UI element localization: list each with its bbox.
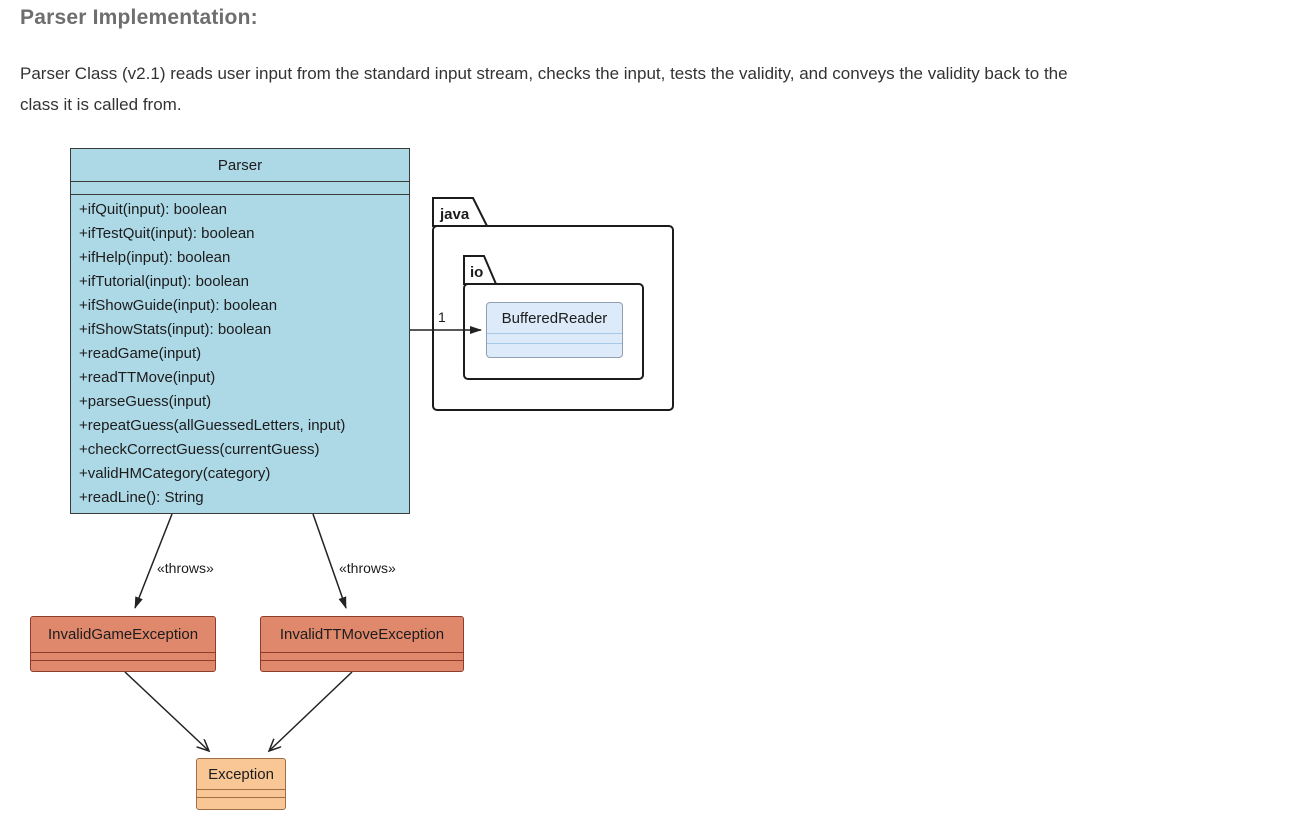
class-parser-methods-compartment: +ifQuit(input): boolean +ifTestQuit(inpu… [71,195,409,510]
paragraph-line-2: class it is called from. [20,95,182,114]
class-bufferedreader: BufferedReader [486,302,623,358]
parser-method: +repeatGuess(allGuessedLetters, input) [79,417,346,434]
parser-method: +validHMCategory(category) [79,465,271,482]
parser-method: +ifTutorial(input): boolean [79,273,249,290]
page-title: Parser Implementation: [20,6,258,29]
parser-method: +ifShowStats(input): boolean [79,321,272,338]
parser-method: +checkCorrectGuess(currentGuess) [79,441,320,458]
class-invalid-game-exception-methods-compartment [31,661,215,669]
class-invalid-game-exception-attributes-compartment [31,653,215,661]
class-invalid-game-exception-title: InvalidGameException [31,617,215,653]
parser-method: +ifTestQuit(input): boolean [79,225,255,242]
parser-method: +parseGuess(input) [79,393,212,410]
intro-paragraph: Parser Class (v2.1) reads user input fro… [20,58,1294,120]
parser-method: +readLine(): String [79,489,204,506]
multiplicity-label: 1 [438,309,446,325]
class-invalid-ttmove-exception: InvalidTTMoveException [260,616,464,672]
throws-label-right: «throws» [339,560,396,576]
class-invalid-ttmove-exception-title: InvalidTTMoveException [261,617,463,653]
class-bufferedreader-attributes-compartment [487,334,622,344]
class-invalid-game-exception: InvalidGameException [30,616,216,672]
throws-label-left: «throws» [157,560,214,576]
class-parser: Parser +ifQuit(input): boolean +ifTestQu… [70,148,410,514]
io-package-label: io [470,264,483,281]
class-invalid-ttmove-exception-methods-compartment [261,661,463,669]
class-exception: Exception [196,758,286,810]
class-exception-methods-compartment [197,798,285,806]
class-parser-attributes-compartment [71,182,409,195]
parser-method: +readTTMove(input) [79,369,216,386]
throws-arrow-right [312,513,347,609]
parser-method: +ifShowGuide(input): boolean [79,297,278,314]
parser-method: +readGame(input) [79,345,202,362]
parser-method: +ifHelp(input): boolean [79,249,231,266]
arrow-invalidgame-to-exception [124,671,209,751]
class-bufferedreader-methods-compartment [487,344,622,354]
java-package-label: java [439,206,470,223]
throws-arrow-left [134,513,173,609]
class-invalid-ttmove-exception-attributes-compartment [261,653,463,661]
parser-method: +ifQuit(input): boolean [79,201,228,218]
arrow-invalidttmove-to-exception [269,671,353,751]
class-parser-title: Parser [71,149,409,182]
class-exception-attributes-compartment [197,790,285,798]
paragraph-line-1: Parser Class (v2.1) reads user input fro… [20,64,1068,83]
class-bufferedreader-title: BufferedReader [487,303,622,334]
class-exception-title: Exception [197,759,285,790]
